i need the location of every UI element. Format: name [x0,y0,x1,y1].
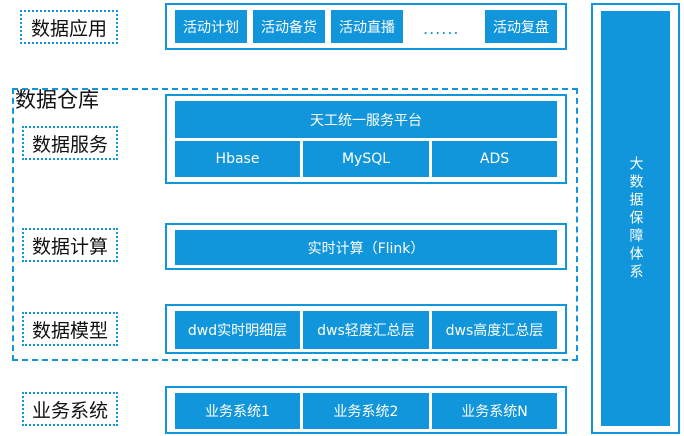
business-system-2: 业务系统2 [303,393,429,429]
model-dwd-detail-layer: dwd实时明细层 [175,311,300,349]
business-system-n: 业务系统N [432,393,557,429]
data-warehouse-title: 数据仓库 [15,88,99,112]
big-data-assurance-label: 大数据保障体系 [627,155,644,282]
layer-label-data-application: 数据应用 [20,10,118,44]
app-item-activity-review: 活动复盘 [485,10,557,43]
data-compute-frame: 实时计算（Flink） [165,223,567,270]
app-item-activity-live: 活动直播 [331,10,403,43]
business-system-1: 业务系统1 [175,393,300,429]
app-item-activity-plan: 活动计划 [175,10,247,43]
layer-label-data-model: 数据模型 [22,312,118,346]
data-application-frame: 活动计划 活动备货 活动直播 ...... 活动复盘 [165,3,567,50]
business-systems-frame: 业务系统1 业务系统2 业务系统N [165,386,567,434]
data-warehouse-frame [12,88,578,361]
layer-label-data-service: 数据服务 [22,126,118,160]
layer-label-business-systems: 业务系统 [22,392,118,426]
big-data-assurance-frame: 大数据保障体系 [591,3,680,434]
layer-label-data-compute: 数据计算 [22,228,118,262]
model-dws-light-summary-layer: dws轻度汇总层 [303,311,429,349]
model-dws-high-summary-layer: dws高度汇总层 [432,311,557,349]
data-service-frame: 天工统一服务平台 Hbase MySQL ADS [165,94,567,184]
app-items-ellipsis: ...... [423,19,460,38]
data-model-frame: dwd实时明细层 dws轻度汇总层 dws高度汇总层 [165,304,567,354]
store-ads: ADS [432,141,557,177]
app-item-activity-stock: 活动备货 [253,10,325,43]
store-mysql: MySQL [303,141,429,177]
big-data-assurance-system: 大数据保障体系 [601,11,670,426]
store-hbase: Hbase [175,141,300,177]
compute-realtime-flink: 实时计算（Flink） [175,230,557,265]
service-platform: 天工统一服务平台 [175,101,557,138]
